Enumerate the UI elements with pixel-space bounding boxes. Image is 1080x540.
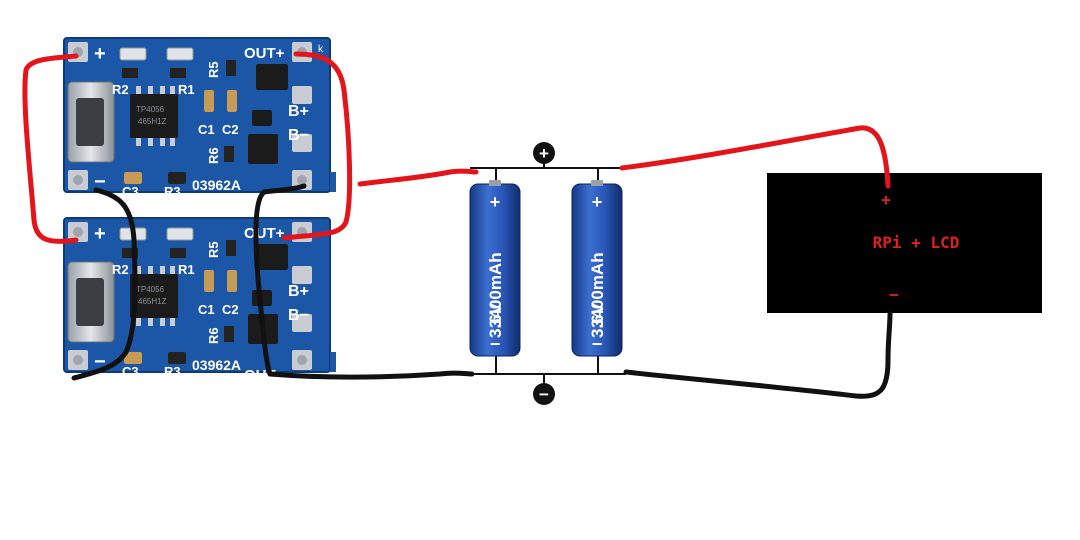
wire-rail-to-load-plus bbox=[619, 125, 891, 189]
board2-c2-label: C2 bbox=[222, 302, 239, 317]
negative-wires bbox=[71, 183, 893, 399]
board2-r5-label: R5 bbox=[206, 241, 221, 258]
board2-out-plus-label: OUT+ bbox=[244, 225, 285, 242]
battery2-voltage-label: 3.6V bbox=[588, 302, 607, 338]
positive-symbol-icon: + bbox=[533, 142, 555, 164]
board2-r1-label: R1 bbox=[178, 262, 195, 277]
board1-chip-line1: TP4056 bbox=[136, 105, 165, 114]
board2-plus-label: + bbox=[94, 223, 106, 245]
board2-minus-label: − bbox=[94, 351, 106, 373]
wire-board1-bminus-stub bbox=[261, 183, 307, 195]
board2-r6-label: R6 bbox=[206, 327, 221, 344]
negative-symbol-text: − bbox=[539, 385, 549, 404]
board1-r3-label: R3 bbox=[164, 184, 181, 199]
charger-board-1: + − OUT+ k B+ B− R2 R1 R5 R6 C1 C2 C3 R3… bbox=[63, 37, 337, 199]
board2-c3-label: C3 bbox=[122, 364, 139, 379]
negative-symbol-icon: − bbox=[533, 383, 555, 405]
wire-board1-bminus-down bbox=[253, 189, 273, 377]
wire-board2-out-minus-to-rail bbox=[267, 370, 475, 380]
load-minus-label: − bbox=[889, 285, 899, 304]
battery2-capacity-label: 3400mAh bbox=[588, 252, 607, 328]
board1-r5-label: R5 bbox=[206, 61, 221, 78]
board1-bminus-label: B− bbox=[288, 127, 309, 144]
board1-c2-label: C2 bbox=[222, 122, 239, 137]
board1-r6-label: R6 bbox=[206, 147, 221, 164]
board1-out-plus-label: OUT+ bbox=[244, 45, 285, 62]
battery1-voltage-label: 3.6V bbox=[486, 302, 505, 338]
board1-c3-label: C3 bbox=[122, 184, 139, 199]
battery1-minus-label: − bbox=[490, 334, 501, 354]
battery1-capacity-label: 3400mAh bbox=[486, 252, 505, 328]
board1-chip-line2: 465H1Z bbox=[138, 117, 167, 126]
board1-k-label: k bbox=[318, 44, 324, 55]
board2-bminus-label: B− bbox=[288, 307, 309, 324]
board1-minus-label: − bbox=[94, 171, 106, 193]
battery2-plus-label: + bbox=[592, 192, 603, 212]
positive-wires bbox=[22, 51, 891, 244]
board1-r2-label: R2 bbox=[112, 82, 129, 97]
board1-bplus-label: B+ bbox=[288, 103, 309, 120]
charger-board-2: + − OUT+ OUT- B+ B− R2 R1 R5 R6 C1 C2 C3… bbox=[63, 217, 337, 384]
board2-c1-label: C1 bbox=[198, 302, 215, 317]
battery-1: + − 3.6V 3400mAh bbox=[469, 180, 521, 357]
load-plus-label: + bbox=[881, 190, 891, 209]
board1-model-label: 03962A bbox=[192, 177, 241, 193]
wire-board1-plus-to-board2-plus bbox=[22, 53, 79, 244]
load-title: RPi + LCD bbox=[873, 233, 960, 252]
board2-r2-label: R2 bbox=[112, 262, 129, 277]
board2-model-label: 03962A bbox=[192, 357, 241, 373]
board2-chip-line1: TP4056 bbox=[136, 285, 165, 294]
wire-rail-to-load-minus bbox=[623, 311, 893, 399]
positive-symbol-text: + bbox=[539, 144, 549, 163]
wire-outplus-to-positive-rail bbox=[357, 168, 479, 187]
board1-c1-label: C1 bbox=[198, 122, 215, 137]
board2-bplus-label: B+ bbox=[288, 283, 309, 300]
wire-board1-minus-to-board2-minus bbox=[71, 187, 138, 381]
wire-outplus-loop bbox=[281, 51, 353, 241]
board2-chip-line2: 465H1Z bbox=[138, 297, 167, 306]
battery-2: + − 3.6V 3400mAh bbox=[571, 180, 623, 357]
battery1-plus-label: + bbox=[490, 192, 501, 212]
load-box: + RPi + LCD − bbox=[767, 173, 1042, 313]
board1-r1-label: R1 bbox=[178, 82, 195, 97]
board2-r3-label: R3 bbox=[164, 364, 181, 379]
battery2-minus-label: − bbox=[592, 334, 603, 354]
board1-plus-label: + bbox=[94, 43, 106, 65]
